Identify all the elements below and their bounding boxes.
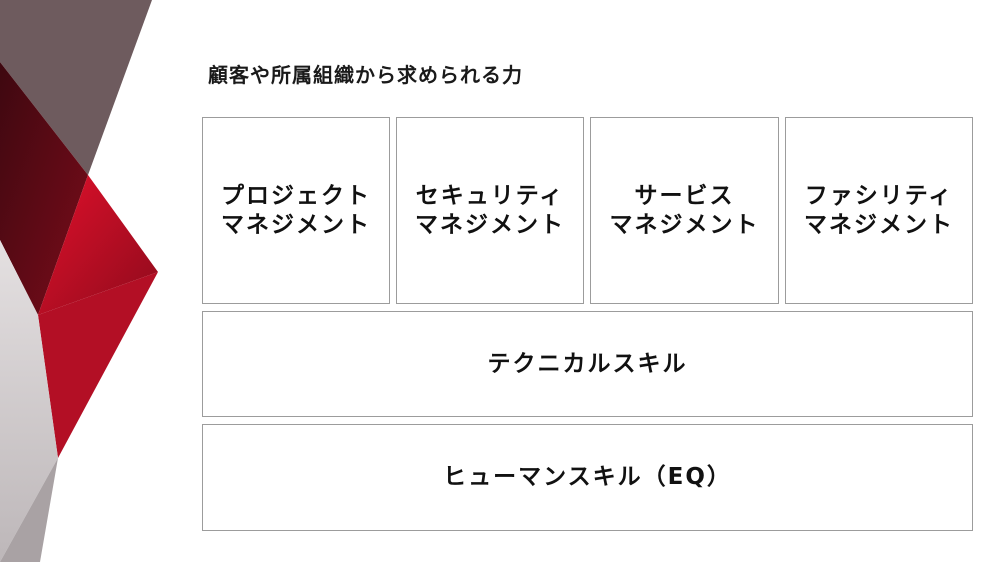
decorative-polygon-shapes — [0, 0, 158, 562]
human-skill-box: ヒューマンスキル（EQ） — [202, 424, 973, 531]
human-skill-label: ヒューマンスキル（EQ） — [443, 464, 732, 491]
box-label-line1: セキュリティ — [415, 182, 565, 209]
technical-skill-label: テクニカルスキル — [487, 350, 688, 377]
box-label-line1: プロジェクト — [221, 182, 371, 209]
box-label-line1: サービス — [634, 182, 735, 209]
box-label-line2: マネジメント — [221, 211, 371, 238]
page-title: 顧客や所属組織から求められる力 — [208, 63, 523, 87]
box-label-line2: マネジメント — [804, 211, 954, 238]
technical-skill-box: テクニカルスキル — [202, 311, 973, 417]
box-label-line2: マネジメント — [609, 211, 760, 238]
facility-management-box: ファシリティ マネジメント — [785, 117, 973, 304]
box-label-line2: マネジメント — [415, 211, 565, 238]
security-management-box: セキュリティ マネジメント — [396, 117, 584, 304]
box-label-line1: ファシリティ — [804, 182, 954, 209]
project-management-box: プロジェクト マネジメント — [202, 117, 390, 304]
service-management-box: サービス マネジメント — [590, 117, 779, 304]
